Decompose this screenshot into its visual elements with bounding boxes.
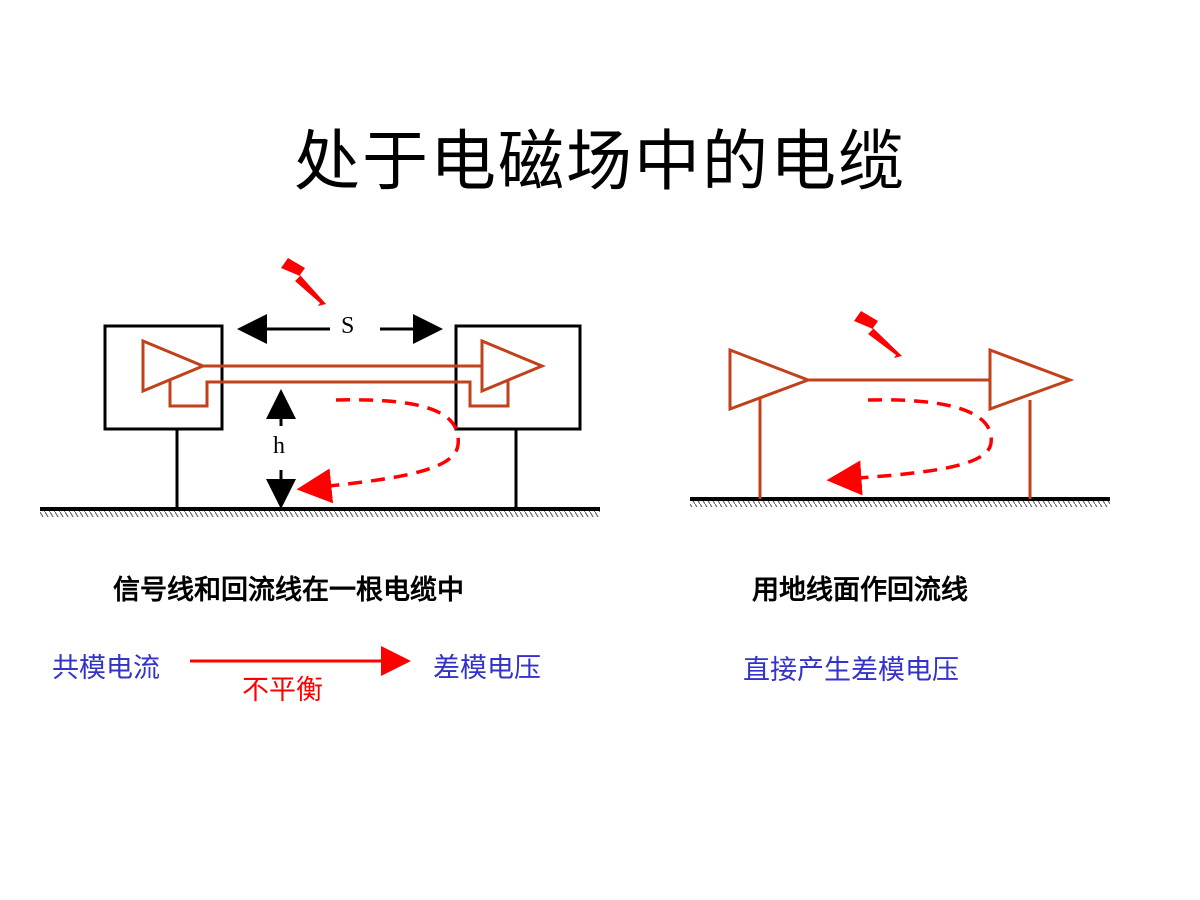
lightning-icon <box>854 311 902 358</box>
left-ground-plane <box>40 507 600 517</box>
left-caption: 信号线和回流线在一根电缆中 <box>113 575 464 606</box>
common-mode-current-label: 共模电流 <box>52 653 160 684</box>
induced-current-loop <box>826 398 993 496</box>
lightning-icon <box>281 258 326 306</box>
left-diagram <box>40 258 600 517</box>
right-diagram <box>690 311 1110 507</box>
spacing-label: S <box>341 313 355 339</box>
return-wire <box>168 380 510 408</box>
left-device-box <box>103 324 224 431</box>
induced-current-loop <box>296 398 460 504</box>
differential-voltage-label: 差模电压 <box>433 653 541 684</box>
source-amplifier-icon <box>728 347 813 412</box>
direct-differential-voltage-label: 直接产生差模电压 <box>743 655 959 686</box>
right-caption: 用地线面作回流线 <box>752 575 968 606</box>
right-device-box <box>454 324 582 431</box>
left-amplifier-icon <box>141 338 207 394</box>
page-title: 处于电磁场中的电缆 <box>294 123 906 200</box>
imbalance-label: 不平衡 <box>242 675 323 706</box>
right-ground-plane <box>690 497 1110 507</box>
height-label: h <box>273 433 285 459</box>
right-amplifier-icon <box>480 338 546 394</box>
